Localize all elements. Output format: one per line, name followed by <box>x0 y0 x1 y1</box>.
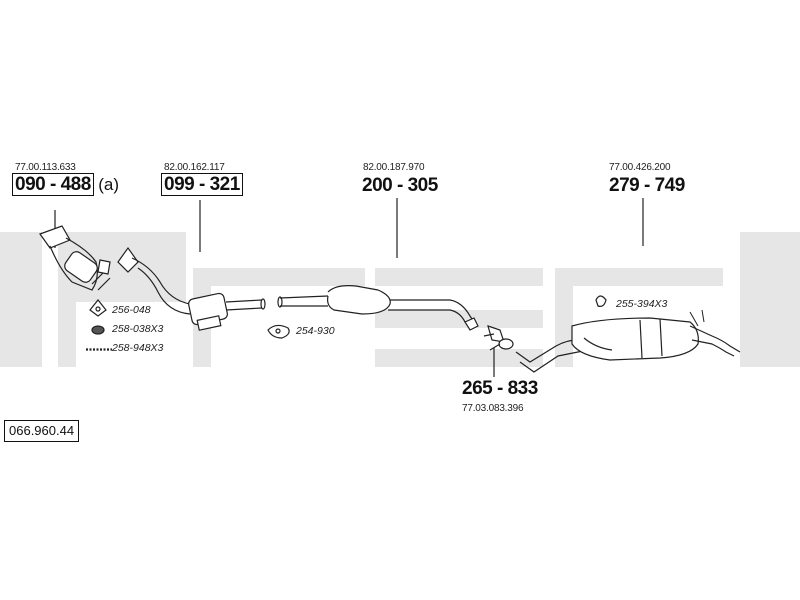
accessory-code[interactable]: 256-048 <box>112 304 151 316</box>
clamp-ring-icon <box>267 324 290 339</box>
part-number[interactable]: 090 - 488 <box>12 173 94 196</box>
part-number[interactable]: 099 - 321 <box>161 173 243 196</box>
diagram-reference-number: 066.960.44 <box>4 420 80 442</box>
front-pipe-part <box>39 225 111 291</box>
part-number-group: 099 - 321 <box>161 173 243 196</box>
part-number-group: 090 - 488 (a) <box>12 173 120 196</box>
watermark-block <box>555 268 723 286</box>
accessory-code[interactable]: 255-394X3 <box>616 298 668 310</box>
clamp-part <box>483 325 514 351</box>
part-suffix: (a) <box>98 175 120 194</box>
oem-number: 77.00.426.200 <box>609 162 671 173</box>
centre-pipe-part <box>277 285 479 331</box>
watermark-block <box>0 232 42 367</box>
accessory-code[interactable]: 258-948X3 <box>112 342 164 354</box>
oem-number: 82.00.162.117 <box>164 162 225 173</box>
hanger-icon <box>595 295 607 307</box>
watermark-block <box>375 268 543 286</box>
catalyst-pipe-part <box>117 246 266 331</box>
oem-number: 77.00.113.633 <box>15 162 76 173</box>
part-number[interactable]: 265 - 833 <box>462 378 538 399</box>
oem-number: 77.03.083.396 <box>462 403 524 414</box>
rubber-mount-icon <box>91 325 105 335</box>
oem-number: 82.00.187.970 <box>363 162 425 173</box>
part-number[interactable]: 279 - 749 <box>609 175 685 196</box>
watermark-block <box>740 232 800 367</box>
watermark-block <box>375 349 543 367</box>
part-number[interactable]: 200 - 305 <box>362 175 438 196</box>
rear-silencer-part <box>515 309 741 373</box>
bolt-icon <box>86 348 112 351</box>
watermark-block <box>555 286 573 367</box>
watermark-block <box>375 310 543 328</box>
accessory-code[interactable]: 258-038X3 <box>112 323 164 335</box>
gasket-icon <box>89 299 107 317</box>
watermark-block <box>58 302 76 367</box>
watermark-block <box>193 268 365 286</box>
accessory-code[interactable]: 254-930 <box>296 325 335 337</box>
